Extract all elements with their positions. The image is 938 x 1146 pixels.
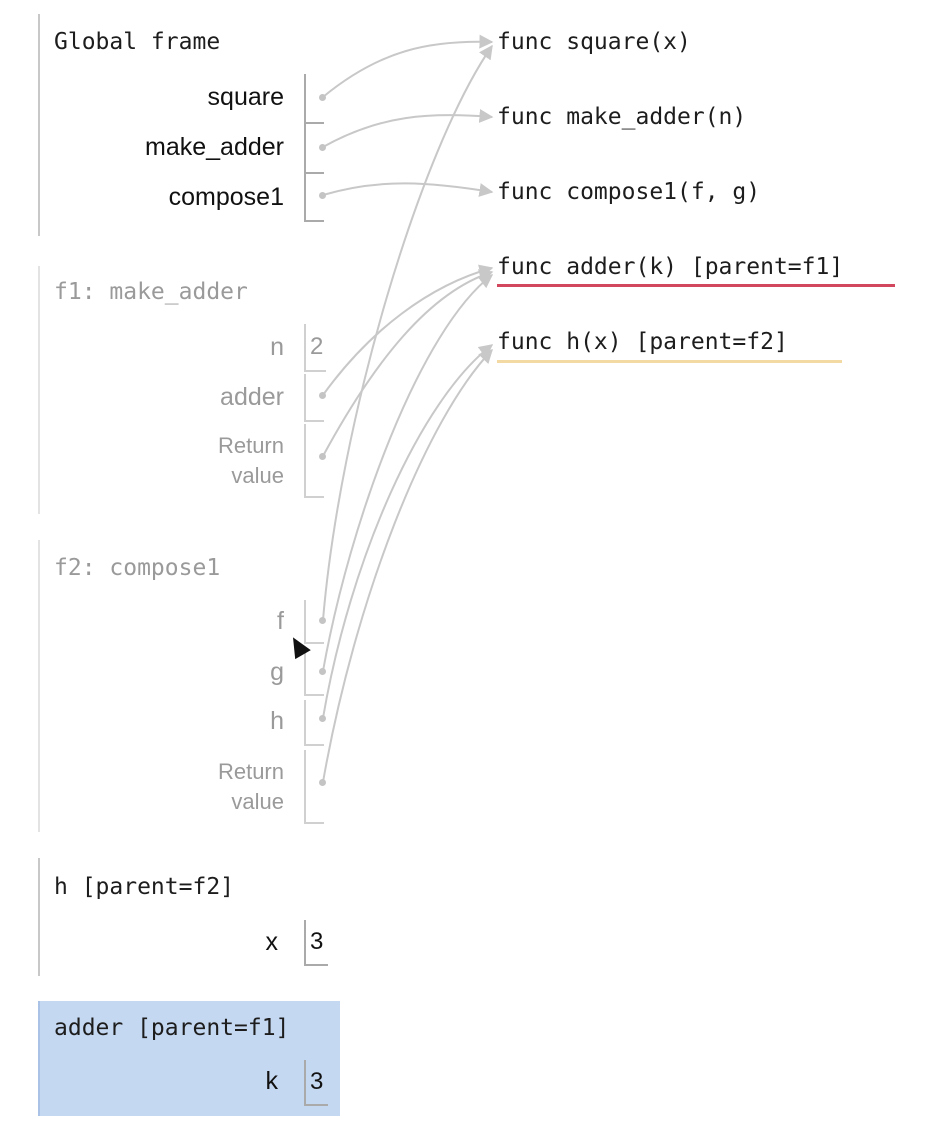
pointer-dot bbox=[319, 779, 326, 786]
f1-cell-adder bbox=[304, 374, 324, 422]
pointer-dot bbox=[319, 617, 326, 624]
f2-frame-title: f2: compose1 bbox=[54, 555, 221, 581]
h-frame-title: h [parent=f2] bbox=[54, 874, 235, 900]
f2-var-g: g bbox=[270, 658, 284, 686]
arrow-f2-return bbox=[322, 348, 493, 783]
global-cell-compose1 bbox=[304, 174, 324, 222]
heap-h-underline bbox=[497, 360, 842, 363]
f2-cell-f bbox=[304, 600, 324, 644]
f2-cell-g bbox=[304, 650, 324, 696]
adder-frame-bar bbox=[38, 1001, 40, 1116]
adder-value-k: 3 bbox=[310, 1068, 324, 1095]
arrow-compose1 bbox=[322, 182, 494, 197]
arrow-f1-return bbox=[322, 269, 494, 457]
arrow-square bbox=[322, 34, 494, 98]
pointer-dot bbox=[319, 144, 326, 151]
f1-cell-n bbox=[304, 324, 326, 372]
global-var-make-adder: make_adder bbox=[145, 133, 284, 161]
h-cell-x bbox=[304, 920, 328, 966]
adder-cell-k bbox=[304, 1060, 328, 1106]
f2-var-f: f bbox=[277, 607, 284, 635]
f1-var-n: n bbox=[270, 333, 284, 361]
current-frame-highlight bbox=[38, 1001, 340, 1116]
f2-var-h: h bbox=[270, 707, 284, 735]
pointer-dot bbox=[319, 392, 326, 399]
f2-cell-h bbox=[304, 700, 324, 746]
arrow-adder bbox=[322, 264, 494, 396]
h-frame-bar bbox=[38, 858, 40, 976]
arrow-g bbox=[322, 274, 494, 672]
pointer-dot bbox=[319, 715, 326, 722]
global-var-square: square bbox=[207, 83, 284, 111]
f2-var-return-value: Return value bbox=[217, 759, 284, 814]
h-value-x: 3 bbox=[310, 928, 324, 955]
f1-frame-bar bbox=[38, 266, 40, 514]
heap-func-compose1: func compose1(f, g) bbox=[497, 179, 761, 205]
adder-frame-title: adder [parent=f1] bbox=[54, 1015, 290, 1041]
global-frame-title: Global frame bbox=[54, 29, 221, 55]
pointer-dot bbox=[319, 192, 326, 199]
f1-var-adder: adder bbox=[220, 383, 284, 411]
f2-frame-bar bbox=[38, 540, 40, 832]
pointer-dot bbox=[319, 94, 326, 101]
arrow-f bbox=[322, 44, 493, 621]
global-cell-square bbox=[304, 74, 324, 124]
heap-func-make-adder: func make_adder(n) bbox=[497, 104, 747, 130]
heap-func-adder: func adder(k) [parent=f1] bbox=[497, 254, 844, 280]
heap-adder-underline bbox=[497, 284, 895, 287]
h-var-x: x bbox=[265, 928, 279, 956]
f2-cell-return bbox=[304, 750, 324, 824]
f1-var-return-value: Return value bbox=[217, 433, 284, 488]
pointer-dot bbox=[319, 453, 326, 460]
heap-func-square: func square(x) bbox=[497, 29, 691, 55]
f1-frame-title: f1: make_adder bbox=[54, 279, 248, 305]
f1-cell-return bbox=[304, 424, 324, 498]
f1-value-n: 2 bbox=[310, 333, 324, 360]
heap-func-h: func h(x) [parent=f2] bbox=[497, 329, 788, 355]
global-var-compose1: compose1 bbox=[168, 183, 284, 211]
global-cell-make-adder bbox=[304, 124, 324, 174]
adder-var-k: k bbox=[265, 1067, 279, 1095]
global-frame-bar bbox=[38, 14, 40, 236]
arrow-make-adder bbox=[322, 109, 494, 148]
arrow-h bbox=[322, 344, 494, 719]
pointer-dot bbox=[319, 668, 326, 675]
